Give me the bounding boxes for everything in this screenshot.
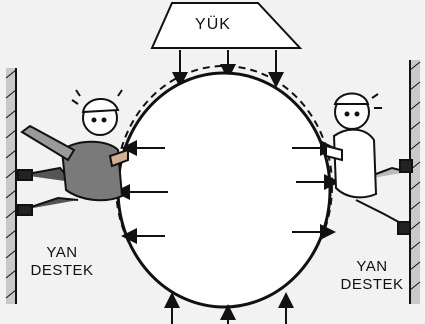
worker-left-icon <box>17 89 129 216</box>
left-side-pressure-arrows <box>114 140 168 244</box>
left-support-label: YAN DESTEK <box>24 244 100 280</box>
right-support-line1: YAN <box>356 258 388 275</box>
load-label: YÜK <box>195 16 231 33</box>
worker-right-icon <box>325 92 413 235</box>
pipe-circle-icon <box>116 71 332 309</box>
left-support-line1: YAN <box>46 244 78 261</box>
load-block-icon <box>150 2 303 49</box>
wall-left-icon <box>5 68 17 304</box>
left-support-line2: DESTEK <box>30 262 94 279</box>
right-support-label: YAN DESTEK <box>334 258 410 294</box>
bottom-support-arrows <box>164 292 294 324</box>
wall-right-icon <box>409 60 421 304</box>
right-support-line2: DESTEK <box>340 276 404 293</box>
